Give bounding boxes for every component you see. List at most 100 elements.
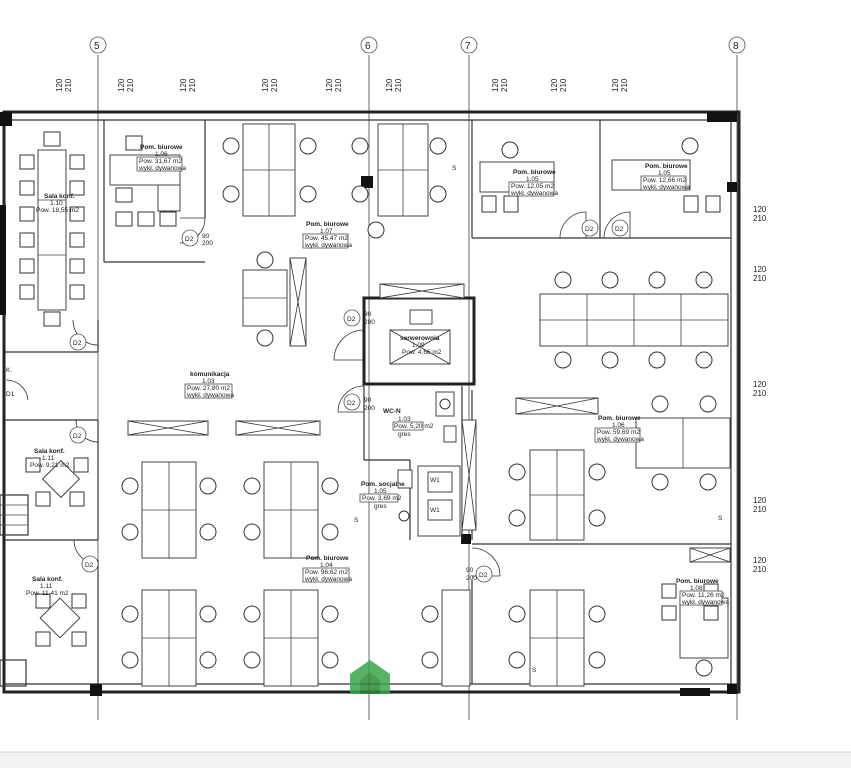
dim-120: 120 (385, 78, 394, 92)
dim-210: 210 (559, 78, 568, 92)
room-name: Pom. biurowe (306, 555, 349, 562)
room-floor: wykł. dywanowa (510, 190, 558, 197)
fragment-d: D1 (6, 391, 15, 398)
s-mark: S (354, 517, 359, 524)
s-mark: S (532, 667, 537, 674)
room-name: WC-N (383, 408, 401, 415)
dim-120: 120 (55, 78, 64, 92)
storage-cabinets (127, 257, 731, 563)
dim-210: 210 (64, 78, 73, 92)
dim-210: 210 (334, 78, 343, 92)
dim-120: 120 (117, 78, 126, 92)
door-height: 280 (364, 319, 375, 326)
closet-tag: W1 (430, 507, 440, 514)
room-area: Pow. 12,66 m2 (643, 177, 686, 184)
dim-120: 120 (611, 78, 620, 92)
room-area: Pow. 12,05 m2 (511, 183, 554, 190)
dim-210: 210 (753, 274, 767, 283)
dim-210: 210 (188, 78, 197, 92)
dim-120: 120 (325, 78, 334, 92)
room-number: 1.06 (155, 151, 168, 158)
room-name: Pom. biurowe (140, 144, 183, 151)
dim-120: 120 (753, 205, 767, 214)
room-label-wc: WC-N 1.03 Pow. 5,20 m2 gres (383, 408, 434, 438)
room-area: Pow. 27,80 m2 (187, 385, 230, 392)
room-floor: wykł. dywanowa (304, 576, 352, 583)
dim-210: 210 (394, 78, 403, 92)
room-number: 1.07 (320, 228, 333, 235)
room-name: Pom. socjalne (361, 481, 405, 488)
room-area: Pow. 3,69 m2 (362, 495, 402, 502)
room-area: Pow. 31,67 m2 (139, 158, 182, 165)
door-tag: D2 (73, 340, 82, 347)
room-area: Pow. 4,66 m2 (402, 349, 442, 356)
room-name: serwerownia (400, 335, 440, 342)
room-labels: Sala konf. 1.10 Pow. 18,55 m2 Pom. biuro… (26, 144, 729, 606)
room-number: 1.06 (612, 422, 625, 429)
room-floor: wykł. dywanowa (304, 242, 352, 249)
room-number: 1.08 (690, 585, 703, 592)
door-tag: D2 (347, 316, 356, 323)
grid-axes: 5 6 7 8 (89, 36, 746, 720)
axis-label-5: 5 (94, 41, 100, 52)
room-label-biurowe-105b: Pom. biurowe 1.05 Pow. 12,66 m2 wykł. dy… (640, 163, 690, 191)
dim-120: 120 (753, 496, 767, 505)
s-mark: S (718, 515, 723, 522)
room-name: Pom. biurowe (645, 163, 688, 170)
room-floor: wykł. dywanowa (681, 599, 729, 606)
room-name: Sala konf. (44, 193, 75, 200)
room-number: 1.05 (658, 170, 671, 177)
door-width: 90 (202, 233, 210, 240)
room-label-biurowe-104: Pom. biurowe 1.04 Pow. 96,62 m2 wykł. dy… (302, 555, 352, 583)
room-area: Pow. 5,20 m2 (394, 423, 434, 430)
room-number: 1.04 (320, 562, 333, 569)
room-label-serwerownia: serwerownia 1.09 Pow. 4,66 m2 (400, 335, 442, 356)
room-label-biurowe-106-right: Pom. biurowe 1.06 Pow. 59,69 m2 wykł. dy… (594, 415, 644, 443)
door-width: 90 (466, 567, 474, 574)
door-height: 200 (466, 575, 477, 582)
dim-120: 120 (179, 78, 188, 92)
dim-120: 120 (261, 78, 270, 92)
stairs (0, 494, 29, 687)
door-tag: D2 (73, 433, 82, 440)
dim-120: 120 (753, 265, 767, 274)
room-floor: wykł. dywanowa (642, 184, 690, 191)
room-number: 1.03 (202, 378, 215, 385)
room-label-biurowe-107: Pom. biurowe 1.07 Pow. 45,47 m2 wykł. dy… (302, 221, 352, 249)
room-number: 1.05 (526, 176, 539, 183)
room-floor: wykł. dywanowa (138, 165, 186, 172)
axis-label-8: 8 (733, 41, 739, 52)
dim-120: 120 (491, 78, 500, 92)
axis-label-7: 7 (465, 41, 471, 52)
dim-210: 210 (500, 78, 509, 92)
room-number: 1.11 (42, 455, 55, 462)
dim-210: 210 (126, 78, 135, 92)
room-area: Pow. 18,55 m2 (36, 207, 79, 214)
room-name: Pom. biurowe (513, 169, 556, 176)
room-name: Sala konf. (32, 576, 63, 583)
dim-120: 120 (753, 556, 767, 565)
room-floor: gres (398, 431, 411, 438)
dim-210: 210 (620, 78, 629, 92)
dim-210: 210 (753, 565, 767, 574)
room-name: Sala konf. (34, 448, 65, 455)
room-floor: wykł. dywanowa (596, 436, 644, 443)
axis-label-6: 6 (365, 41, 371, 52)
dim-210: 210 (270, 78, 279, 92)
room-number: 1.05 (374, 488, 387, 495)
room-name: Pom. biurowe (598, 415, 641, 422)
room-name: Pom. biurowe (676, 578, 719, 585)
room-name: komunikacja (190, 371, 230, 378)
door-width: 90 (364, 397, 372, 404)
door-tag: D2 (479, 572, 488, 579)
room-area: Pow. 96,62 m2 (305, 569, 348, 576)
